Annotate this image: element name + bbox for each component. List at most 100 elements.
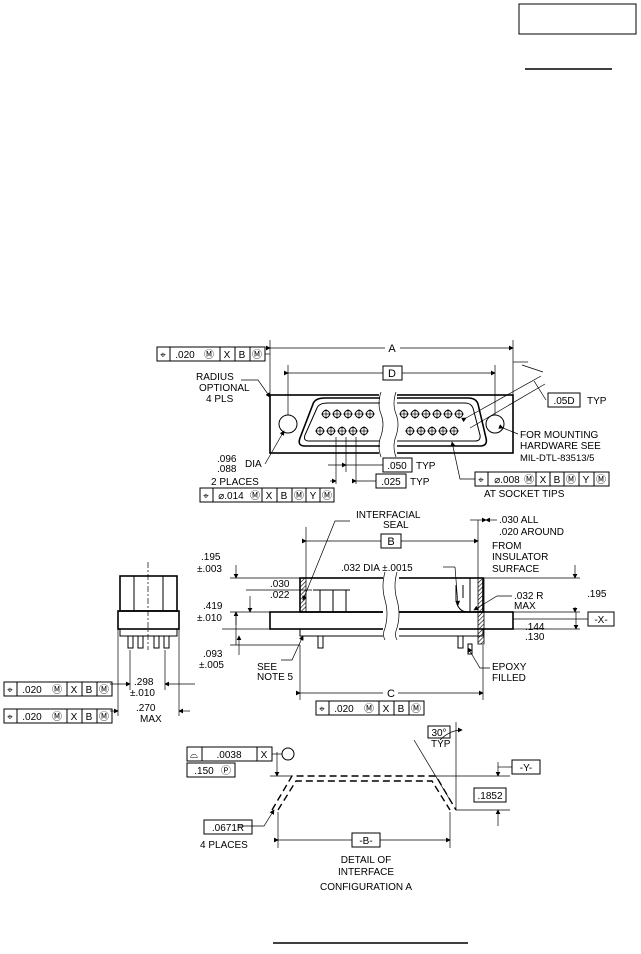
from-note-3: SURFACE [492, 564, 540, 575]
interfacial-2: SEAL [383, 520, 409, 531]
epoxy-2: FILLED [492, 673, 526, 684]
svg-text:Ⓜ: Ⓜ [524, 474, 534, 486]
dia-032: .032 DIA ±.0015 [341, 563, 413, 574]
caption-3: CONFIGURATION A [320, 882, 412, 893]
dim-298-1: .298 [134, 677, 154, 688]
hole-dia-1: .096 [217, 454, 237, 465]
svg-text:⌖: ⌖ [160, 350, 166, 361]
svg-text:⌖: ⌖ [7, 712, 13, 723]
around-note-1: .030 ALL [499, 515, 539, 526]
svg-text:Y: Y [583, 475, 590, 486]
caption-1: DETAIL OF [341, 855, 392, 866]
datum-b: -B- [359, 836, 372, 847]
svg-text:B: B [86, 685, 93, 696]
svg-text:Ⓜ: Ⓜ [596, 474, 606, 486]
svg-text:.020: .020 [334, 704, 354, 715]
dim-195-1: .195 [201, 552, 221, 563]
svg-text:Ⓜ: Ⓜ [364, 703, 374, 715]
svg-text:B: B [239, 350, 246, 361]
interfacial-1: INTERFACIAL [356, 510, 421, 521]
fcf-end-a: ⌖ .020 Ⓜ X B Ⓜ [3, 681, 113, 697]
svg-text:Ⓜ: Ⓜ [566, 474, 576, 486]
r-032-1: .032 R [514, 591, 543, 602]
dim-144-1: .144 [525, 622, 545, 633]
end-view: .298 ±.010 .270 MAX ⌖ .020 Ⓜ X B Ⓜ ⌖ .02… [3, 562, 195, 725]
svg-text:Ⓜ: Ⓜ [204, 349, 214, 361]
epoxy-1: EPOXY [492, 662, 527, 673]
page-number-box [518, 3, 637, 35]
mount-note-1: FOR MOUNTING [520, 430, 599, 441]
mount-note-3: MIL-DTL-83513/5 [520, 453, 594, 464]
profile-fcf: ⌓ .0038 X [186, 746, 273, 762]
places-4: 4 PLACES [200, 840, 248, 851]
r-0671: .0671R [212, 823, 244, 834]
dim-270-1: .270 [136, 703, 156, 714]
dim-05d: .05D [553, 396, 574, 407]
dim-419-2: ±.010 [197, 613, 222, 624]
dim-05d-typ: TYP [587, 396, 607, 407]
pitch-050-typ: TYP [416, 461, 436, 472]
from-note-1: FROM [492, 541, 521, 552]
svg-text:⌀.014: ⌀.014 [218, 491, 244, 502]
see-note-1: SEE [257, 662, 277, 673]
dim-030-1: .030 [270, 579, 290, 590]
svg-text:B: B [86, 712, 93, 723]
datum-y: -Y- [520, 763, 532, 774]
svg-text:⌖: ⌖ [319, 704, 325, 715]
caption-2: INTERFACE [338, 867, 394, 878]
svg-text:X: X [266, 491, 273, 502]
dim-195b: .195 [587, 589, 607, 600]
svg-text:.0038: .0038 [216, 750, 241, 761]
svg-text:X: X [261, 750, 268, 761]
dim-093-1: .093 [203, 649, 223, 660]
svg-text:.020: .020 [22, 685, 42, 696]
dim-150-p: Ⓟ [221, 765, 231, 777]
mount-note-2: HARDWARE SEE [520, 441, 601, 452]
svg-text:B: B [281, 491, 288, 502]
places-2: 2 PLACES [211, 477, 259, 488]
svg-text:.020: .020 [175, 350, 195, 361]
see-note-2: NOTE 5 [257, 672, 294, 683]
fcf-socket: ⌖ ⌀.008 Ⓜ X B Ⓜ Y Ⓜ [474, 471, 610, 487]
dim-1852: .1852 [477, 791, 502, 802]
svg-text:Ⓜ: Ⓜ [322, 490, 332, 502]
svg-text:X: X [71, 712, 78, 723]
dim-c-label: C [387, 688, 395, 700]
datum-x: -X- [594, 615, 607, 626]
dim-270-2: MAX [140, 714, 162, 725]
dim-419-1: .419 [203, 601, 223, 612]
angle-30: 30° [431, 728, 446, 739]
dim-150: .150 [194, 766, 214, 777]
side-view: B INTERFACIAL SEAL .030 ALL .020 AROUND … [197, 510, 615, 716]
svg-text:Ⓜ: Ⓜ [411, 703, 421, 715]
svg-text:⌓: ⌓ [190, 750, 198, 761]
svg-text:Ⓜ: Ⓜ [250, 490, 260, 502]
detail-profile-inner [277, 780, 451, 811]
svg-text:Ⓜ: Ⓜ [99, 711, 109, 723]
top-view: A D ⌖ .020 Ⓜ X B Ⓜ RADIUS OPTIONAL 4 PLS [156, 340, 610, 503]
dim-195-2: ±.003 [197, 564, 222, 575]
svg-text:Ⓜ: Ⓜ [99, 684, 109, 696]
pitch-025-typ: TYP [410, 477, 430, 488]
svg-text:B: B [398, 704, 405, 715]
svg-text:X: X [383, 704, 390, 715]
fcf-end-b: ⌖ .020 Ⓜ X B Ⓜ [3, 708, 113, 724]
dim-a-label: A [388, 343, 396, 355]
pitch-025: .025 [381, 477, 401, 488]
hole-dia-label: DIA [245, 459, 262, 470]
svg-text:⌀.008: ⌀.008 [494, 475, 520, 486]
fcf-c: ⌖ .020 Ⓜ X B Ⓜ [315, 700, 425, 716]
svg-text:B: B [554, 475, 561, 486]
svg-text:X: X [224, 350, 231, 361]
svg-text:Ⓜ: Ⓜ [52, 684, 62, 696]
mount-hole-left [278, 414, 298, 434]
radius-note-1: RADIUS [196, 372, 234, 383]
dim-030-2: .022 [270, 590, 290, 601]
svg-text:Ⓜ: Ⓜ [252, 349, 262, 361]
svg-text:X: X [540, 475, 547, 486]
svg-text:Ⓜ: Ⓜ [294, 490, 304, 502]
svg-text:Ⓜ: Ⓜ [52, 711, 62, 723]
radius-note-2: OPTIONAL [199, 383, 250, 394]
pitch-050: .050 [387, 461, 407, 472]
fcf-hole: ⌖ ⌀.014 Ⓜ X B Ⓜ Y Ⓜ [199, 487, 335, 503]
